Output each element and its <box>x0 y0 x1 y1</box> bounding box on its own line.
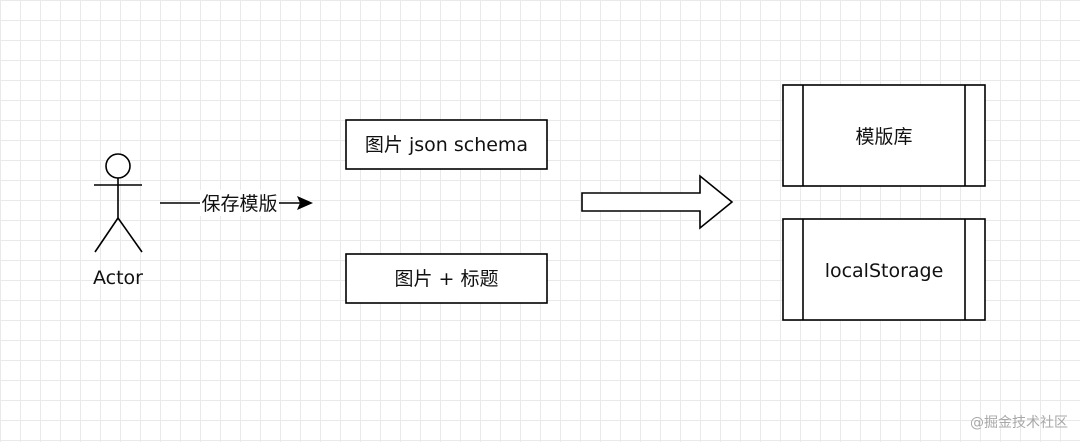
data-box-image-title[interactable]: 图片 + 标题 <box>345 253 548 304</box>
save-template-edge[interactable]: 保存模版 <box>160 190 313 216</box>
data-box-json-schema-label: 图片 json schema <box>365 134 528 156</box>
storage-local-storage[interactable]: localStorage <box>782 218 986 321</box>
storage-template-library[interactable]: 模版库 <box>782 84 986 187</box>
actor-figure[interactable] <box>94 153 143 253</box>
actor-head <box>105 153 131 179</box>
actor-left-leg <box>94 217 119 253</box>
data-box-image-title-label: 图片 + 标题 <box>395 268 499 290</box>
storage-template-library-label: 模版库 <box>855 126 912 148</box>
data-box-json-schema[interactable]: 图片 json schema <box>345 119 548 170</box>
actor-label: Actor <box>93 267 143 289</box>
block-arrow-icon <box>581 174 734 230</box>
edge-arrowhead-icon <box>297 196 313 210</box>
storage-local-storage-label: localStorage <box>825 260 944 282</box>
watermark: @掘金技术社区 <box>970 415 1068 431</box>
edge-label-bg <box>200 190 279 216</box>
edge-label: 保存模版 <box>201 193 277 215</box>
actor-right-leg <box>117 217 143 253</box>
